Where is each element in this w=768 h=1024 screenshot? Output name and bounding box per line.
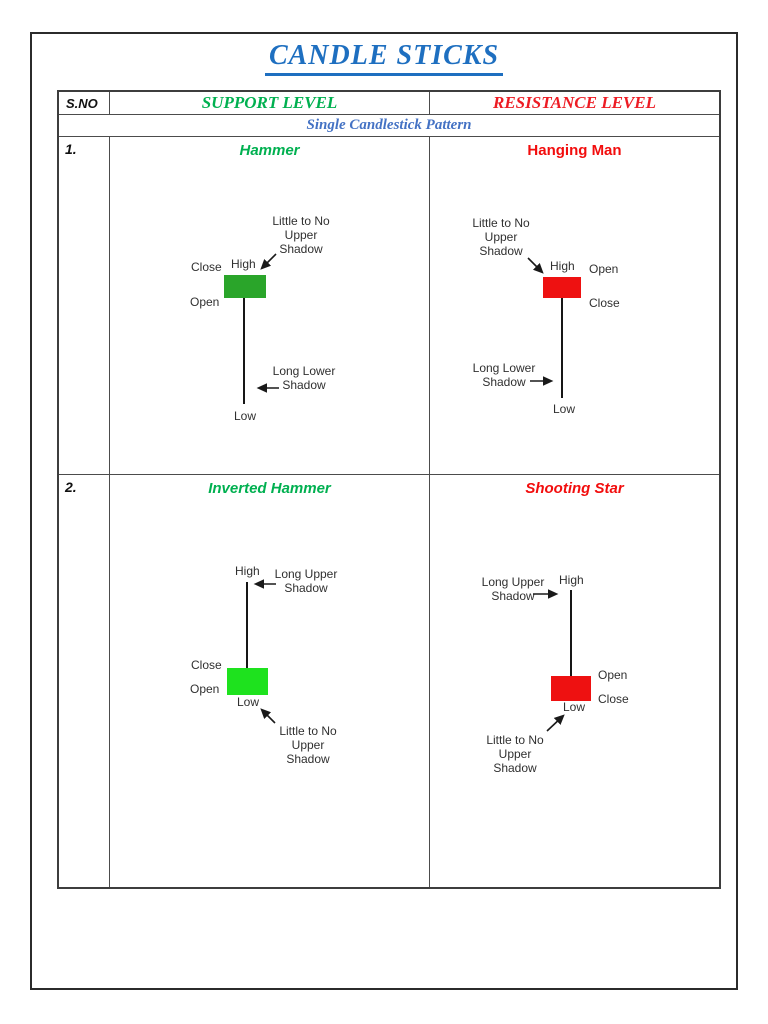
hammer-lower-shadow-note: Long Lower Shadow	[262, 364, 346, 392]
pattern-name-hammer: Hammer	[239, 142, 300, 159]
hammer-arrows	[256, 253, 279, 393]
hanging-man-upper-shadow-note: Little to No Upper Shadow	[456, 216, 546, 258]
section-title: Single Candlestick Pattern	[59, 114, 719, 136]
inverted-hammer-upper-shadow-note: Long Upper Shadow	[266, 567, 346, 595]
hanging-man-body	[543, 277, 581, 298]
annotation-line: Little to No	[272, 214, 330, 228]
inverted-hammer-body	[227, 668, 268, 695]
shooting-star-cell: Shooting Star Long Upper Shadow High Ope…	[429, 474, 719, 887]
pattern-name-inverted-hammer: Inverted Hammer	[208, 480, 331, 497]
annotation-line: Shadow	[493, 761, 537, 775]
page-title-text: CANDLE STICKS	[264, 40, 504, 76]
hanging-man-low-label: Low	[553, 402, 576, 416]
annotation-line: Shadow	[286, 752, 330, 766]
annotation-line: Shadow	[284, 581, 328, 595]
hammer-low-label: Low	[234, 409, 257, 423]
annotation-line: Long Lower	[472, 361, 536, 375]
annotation-line: Shadow	[282, 378, 326, 392]
shooting-star-open-label: Open	[598, 668, 628, 682]
hanging-man-cell: Hanging Man Little to No Upper Shadow Hi…	[429, 136, 719, 474]
inverted-hammer-open-label: Open	[190, 682, 220, 696]
annotation-line: Little to No	[486, 733, 544, 747]
hanging-man-open-label: Open	[589, 262, 619, 276]
hanging-man-lower-shadow-note: Long Lower Shadow	[462, 361, 546, 389]
hanging-man-high-label: High	[550, 259, 575, 273]
page-title: CANDLE STICKS	[0, 40, 768, 76]
row-number-2: 2.	[59, 474, 109, 887]
inverted-hammer-lower-shadow-note: Little to No Upper Shadow	[262, 724, 354, 766]
header-support-level: SUPPORT LEVEL	[109, 92, 429, 114]
annotation-line: Long Upper	[274, 567, 338, 581]
shooting-star-close-label: Close	[598, 692, 629, 706]
shooting-star-low-label: Low	[563, 700, 586, 714]
inverted-hammer-close-label: Close	[191, 658, 222, 672]
hanging-man-close-label: Close	[589, 296, 620, 310]
pattern-name-shooting-star: Shooting Star	[525, 480, 624, 497]
annotation-line: Long Upper	[481, 575, 545, 589]
shooting-star-upper-shadow-note: Long Upper Shadow	[473, 575, 553, 603]
pattern-name-hanging-man: Hanging Man	[527, 142, 622, 159]
header-resistance-level: RESISTANCE LEVEL	[429, 92, 719, 114]
inverted-hammer-high-label: High	[235, 564, 260, 578]
inverted-hammer-cell: Inverted Hammer High Long Upper Shadow C…	[109, 474, 429, 887]
inverted-hammer-upper-wick	[246, 582, 248, 668]
shooting-star-body	[551, 676, 591, 701]
annotation-line: Upper	[484, 230, 518, 244]
annotation-line: Little to No	[472, 216, 530, 230]
annotation-line: Little to No	[279, 724, 337, 738]
annotation-line: Upper	[498, 747, 532, 761]
patterns-table: S.NO SUPPORT LEVEL RESISTANCE LEVEL Sing…	[57, 90, 721, 889]
hanging-man-lower-wick	[561, 298, 563, 398]
hammer-body	[224, 275, 266, 298]
shooting-star-high-label: High	[559, 573, 584, 587]
inverted-hammer-low-label: Low	[237, 695, 260, 709]
header-sno: S.NO	[66, 95, 98, 111]
annotation-line: Shadow	[479, 244, 523, 258]
annotation-line: Upper	[284, 228, 318, 242]
annotation-line: Shadow	[482, 375, 526, 389]
shooting-star-upper-wick	[570, 590, 572, 676]
hammer-open-label: Open	[190, 295, 220, 309]
inverted-hammer-arrows	[253, 579, 276, 724]
annotation-line: Shadow	[279, 242, 323, 256]
annotation-line: Upper	[291, 738, 325, 752]
annotation-line: Shadow	[491, 589, 535, 603]
annotation-line: Long Lower	[272, 364, 336, 378]
hammer-close-label: Close	[191, 260, 222, 274]
hammer-lower-wick	[243, 298, 245, 404]
hammer-cell: Hammer Little to No Upper Shadow Close H…	[109, 136, 429, 474]
hanging-man-arrows	[527, 257, 554, 386]
row-number-1: 1.	[59, 136, 109, 474]
shooting-star-lower-shadow-note: Little to No Upper Shadow	[469, 733, 561, 775]
hammer-high-label: High	[231, 257, 256, 271]
hammer-upper-shadow-note: Little to No Upper Shadow	[255, 214, 347, 256]
